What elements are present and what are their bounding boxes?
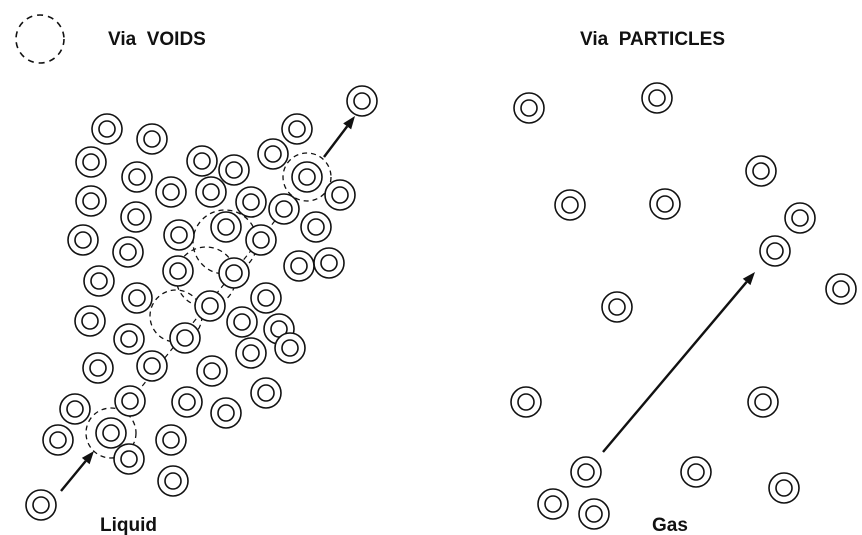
particle xyxy=(510,386,542,418)
particle xyxy=(250,282,282,314)
particle xyxy=(291,161,323,193)
particle xyxy=(641,82,673,114)
particle xyxy=(82,352,114,384)
gas-panel xyxy=(510,82,857,530)
particle xyxy=(257,138,289,170)
particle xyxy=(218,154,250,186)
particle xyxy=(235,337,267,369)
particle xyxy=(74,305,106,337)
particle xyxy=(745,155,777,187)
particle xyxy=(121,161,153,193)
void xyxy=(282,152,332,202)
particle xyxy=(210,211,242,243)
particle xyxy=(163,219,195,251)
particle xyxy=(554,189,586,221)
gas-caption: Gas xyxy=(652,515,688,535)
left-title: Via VOIDS xyxy=(108,29,206,50)
particle xyxy=(281,113,313,145)
particle xyxy=(274,332,306,364)
particle xyxy=(300,211,332,243)
void xyxy=(85,407,137,459)
particle xyxy=(113,323,145,355)
particle xyxy=(112,236,144,268)
particle xyxy=(75,146,107,178)
particle xyxy=(121,282,153,314)
particle xyxy=(91,113,123,145)
particle xyxy=(114,385,146,417)
particle xyxy=(250,377,282,409)
particle xyxy=(513,92,545,124)
particle xyxy=(59,393,91,425)
particle xyxy=(825,273,857,305)
particle xyxy=(83,265,115,297)
particle xyxy=(747,386,779,418)
particle xyxy=(162,255,194,287)
particle xyxy=(155,424,187,456)
particle xyxy=(113,443,145,475)
particle xyxy=(226,306,258,338)
particle xyxy=(245,224,277,256)
particle xyxy=(75,185,107,217)
diffusion-arrow xyxy=(60,451,94,492)
particle xyxy=(649,188,681,220)
particle xyxy=(235,186,267,218)
particle xyxy=(313,247,345,279)
right-title: Via PARTICLES xyxy=(580,29,725,50)
dashed-circle-icon xyxy=(15,14,65,64)
particle xyxy=(136,350,168,382)
particle xyxy=(283,250,315,282)
particle xyxy=(680,456,712,488)
particle xyxy=(155,176,187,208)
particle xyxy=(194,290,226,322)
particle xyxy=(346,85,378,117)
particle xyxy=(171,386,203,418)
liquid-panel xyxy=(25,85,378,521)
particle xyxy=(218,257,250,289)
particle xyxy=(570,456,602,488)
particle xyxy=(324,179,356,211)
particle xyxy=(25,489,57,521)
particle xyxy=(42,424,74,456)
particle xyxy=(578,498,610,530)
legend xyxy=(15,14,65,64)
particle xyxy=(186,145,218,177)
particle xyxy=(95,417,127,449)
particle xyxy=(759,235,791,267)
particle xyxy=(784,202,816,234)
particle xyxy=(67,224,99,256)
particle xyxy=(210,397,242,429)
particle xyxy=(537,488,569,520)
particle xyxy=(768,472,800,504)
particle xyxy=(120,201,152,233)
particle xyxy=(136,123,168,155)
particle xyxy=(169,322,201,354)
particle xyxy=(268,193,300,225)
diffusion-arrow xyxy=(602,272,755,453)
particle xyxy=(196,355,228,387)
particle xyxy=(601,291,633,323)
particle xyxy=(157,465,189,497)
diffusion-arrow xyxy=(323,116,355,158)
liquid-caption: Liquid xyxy=(100,515,157,535)
particle xyxy=(195,176,227,208)
